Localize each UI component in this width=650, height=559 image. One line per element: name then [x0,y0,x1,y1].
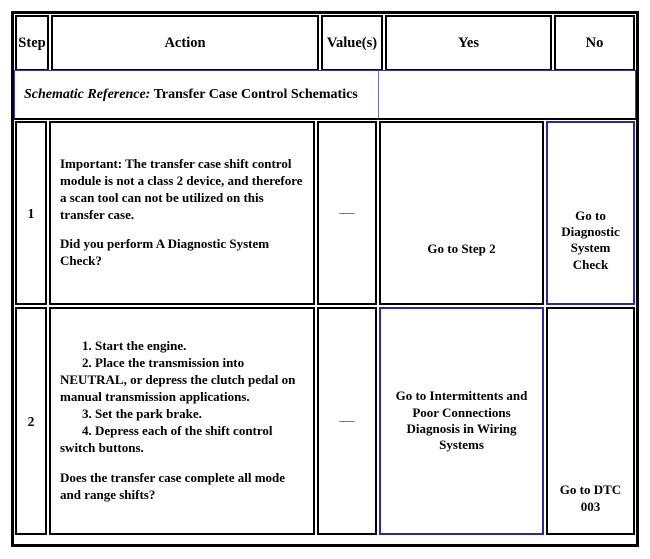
step-number: 1 [15,121,47,305]
column-header-action: Action [51,15,319,71]
action-paragraph-question: Did you perform A Diagnostic System Chec… [60,236,270,269]
step-action: Important: The transfer case shift contr… [49,121,315,305]
step-value: — [317,307,377,535]
action-paragraph-important: Important: The transfer case shift contr… [60,155,303,222]
table-header-row: Step Action Value(s) Yes No [14,14,636,71]
step-yes-action[interactable]: Go to Step 2 [379,121,544,305]
action-list-item-4: 4. Depress each of the shift control swi… [60,422,273,455]
column-header-values: Value(s) [321,15,383,71]
step-action: 1. Start the engine. 2. Place the transm… [49,307,315,535]
column-header-yes: Yes [385,15,552,71]
diagnostic-procedure-table: Step Action Value(s) Yes No Schematic Re… [11,11,639,547]
schematic-reference-row: Schematic Reference: Transfer Case Contr… [14,70,636,120]
paragraph-spacer [60,223,307,236]
column-header-step: Step [15,15,49,71]
step-number: 2 [15,307,47,535]
action-text-block: 1. Start the engine. 2. Place the transm… [60,338,307,503]
action-list-item-1: 1. Start the engine. [82,338,187,354]
action-list-item-2: 2. Place the transmission into NEUTRAL, … [60,355,296,405]
table-row: 1 Important: The transfer case shift con… [14,120,636,306]
schematic-reference-value: Transfer Case Control Schematics [150,86,358,102]
action-list-item-3: 3. Set the park brake. [82,406,202,422]
schematic-reference-cell: Schematic Reference: Transfer Case Contr… [14,70,636,120]
paragraph-spacer [60,457,307,470]
action-text-block: Important: The transfer case shift contr… [60,156,307,270]
table-row: 2 1. Start the engine. 2. Place the tran… [14,306,636,536]
action-paragraph-question: Does the transfer case complete all mode… [60,469,286,502]
step-yes-action[interactable]: Go to Intermittents and Poor Connections… [379,307,544,535]
step-value: — [317,121,377,305]
schematic-reference-label: Schematic Reference: [24,86,151,102]
step-no-action[interactable]: Go to DTC 003 [546,307,635,535]
column-header-no: No [554,15,635,71]
schematic-row-divider [378,71,379,118]
step-no-action[interactable]: Go to Diagnostic System Check [546,121,635,305]
schematic-reference-text: Schematic Reference: Transfer Case Contr… [15,87,358,103]
